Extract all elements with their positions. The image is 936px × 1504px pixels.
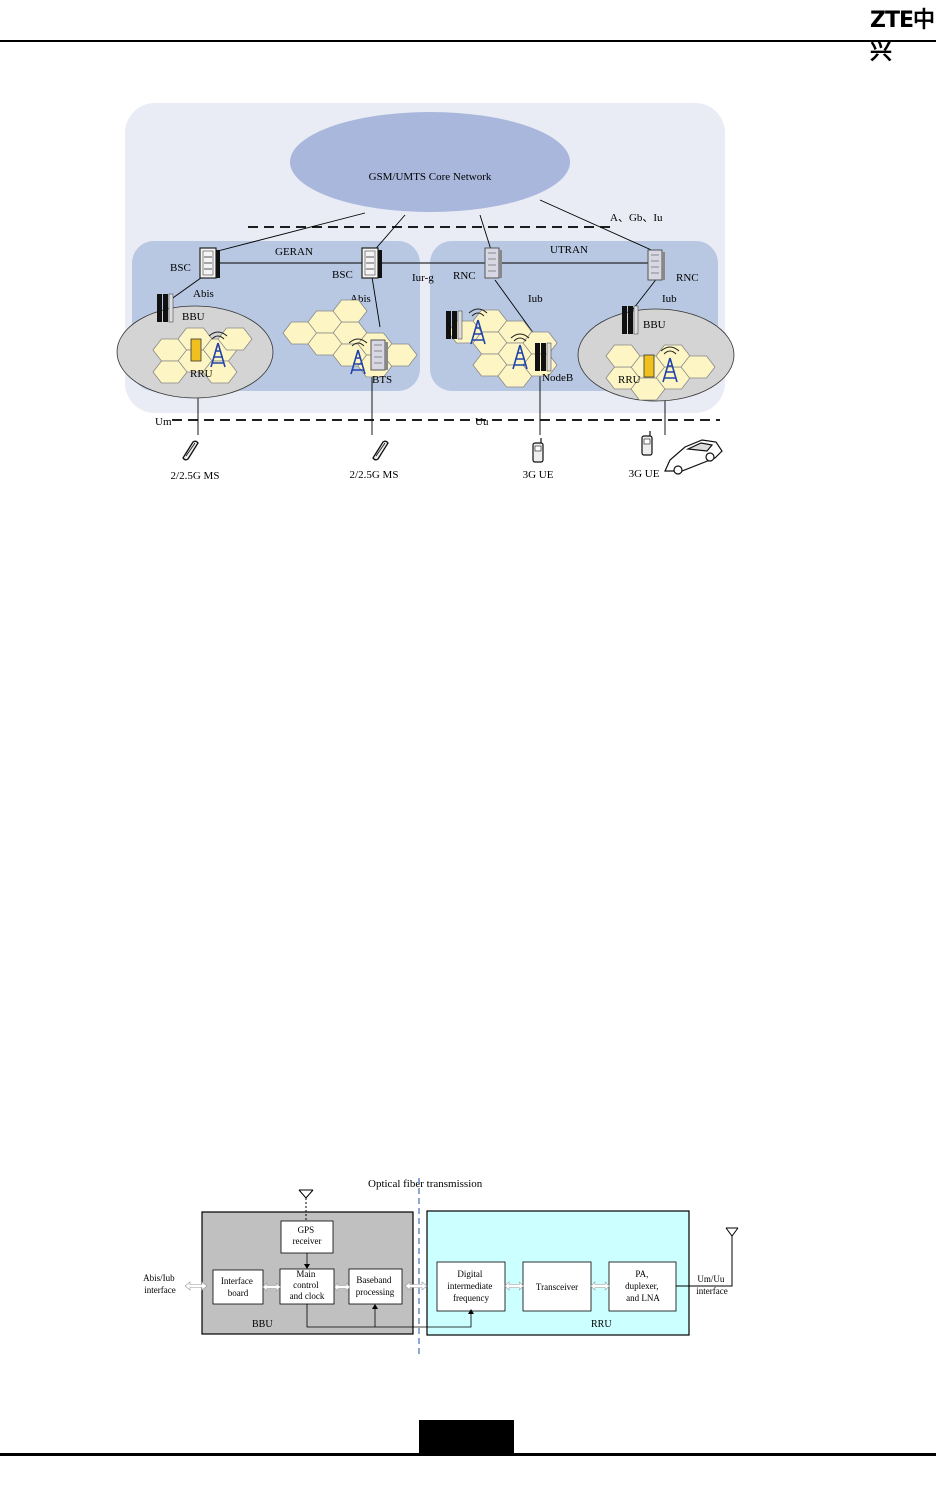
- abis-left-label: Abis: [193, 288, 214, 300]
- baseband-label: Baseband processing: [356, 1275, 395, 1297]
- footer-rule: [0, 1453, 936, 1456]
- rru-right-icon: [643, 354, 655, 378]
- bsc-left-server-icon: [199, 247, 221, 279]
- bbu-rru-block-diagram: Optical fiber transmission GPS receiver …: [143, 1178, 739, 1355]
- baseband-box: [348, 1268, 403, 1305]
- zte-logo: ZTE中兴: [870, 8, 935, 65]
- bbu-label: BBU: [252, 1319, 273, 1330]
- clock-lines: [306, 1304, 472, 1328]
- iub-left-label: Iub: [528, 293, 543, 305]
- rru-antenna-icon: [676, 1227, 739, 1287]
- rru-right-label: RRU: [618, 374, 641, 386]
- iur-g-label: Iur-g: [412, 272, 434, 284]
- bbu-left-label: BBU: [182, 311, 205, 323]
- bbu-right-icon: [621, 305, 639, 335]
- fiber-arrow: [404, 1281, 428, 1291]
- bsc-left-label: BSC: [170, 262, 191, 274]
- main-control-box: [279, 1268, 335, 1305]
- left-interface-arrow: [184, 1281, 208, 1291]
- bbu-right-label: BBU: [643, 319, 666, 331]
- rnc-left-rack-icon: [484, 247, 503, 279]
- ms-right-label: 2/2.5G MS: [350, 469, 399, 481]
- ue-left-handset-icon: [532, 437, 544, 463]
- interfaces-label: A、Gb、Iu: [610, 212, 663, 224]
- nodeb-bbu-icon: [445, 310, 463, 340]
- transceiver-box: [522, 1261, 592, 1312]
- gps-receiver-box: [280, 1220, 334, 1254]
- network-architecture-diagram: GSM/UMTS Core Network A、Gb、Iu GERAN UTRA…: [116, 103, 735, 482]
- car-icon: [664, 439, 723, 475]
- optical-fiber-title: Optical fiber transmission: [368, 1178, 483, 1190]
- gps-receiver-label: GPS receiver: [293, 1225, 322, 1246]
- transceiver-label: Transceiver: [536, 1282, 578, 1292]
- nodeb-unit-icon: [534, 342, 552, 372]
- core-network-label: GSM/UMTS Core Network: [369, 171, 492, 183]
- core-links: [169, 199, 666, 435]
- rnc-right-label: RNC: [676, 272, 699, 284]
- utran-label: UTRAN: [550, 244, 588, 256]
- ms-left-phone-icon: [182, 440, 199, 461]
- bsc-right-label: BSC: [332, 269, 353, 281]
- ue-right-label: 3G UE: [629, 468, 660, 480]
- rru-left-label: RRU: [190, 368, 213, 380]
- interface-board-box: [212, 1269, 264, 1305]
- iub-right-label: Iub: [662, 293, 677, 305]
- ue-right-handset-icon: [641, 430, 653, 456]
- ue-left-label: 3G UE: [523, 469, 554, 481]
- rnc-right-rack-icon: [647, 249, 666, 281]
- rru-left-icon: [190, 338, 202, 362]
- bbu-left-icon: [156, 293, 174, 323]
- gps-antenna-icon: [298, 1189, 314, 1222]
- bts-label: BTS: [372, 374, 392, 386]
- main-control-label: Main control and clock: [290, 1269, 325, 1301]
- right-interface-label: Um/Uu interface: [696, 1274, 727, 1296]
- header-rule: [0, 40, 936, 42]
- interface-board-label: Interface board: [221, 1276, 255, 1298]
- rru-label: RRU: [591, 1319, 612, 1330]
- page-number-box: [419, 1420, 514, 1454]
- core-network-ellipse: [290, 112, 570, 212]
- um-label: Um: [155, 416, 172, 428]
- pa-duplexer-label: PA, duplexer, and LNA: [625, 1269, 661, 1303]
- geran-label: GERAN: [275, 246, 313, 258]
- pa-duplexer-box: [608, 1261, 677, 1312]
- uu-label: Uu: [475, 416, 489, 428]
- nodeb-label: NodeB: [542, 372, 573, 384]
- rnc-left-label: RNC: [453, 270, 476, 282]
- ms-right-phone-icon: [372, 440, 389, 461]
- left-interface-label: Abis/Iub interface: [143, 1273, 177, 1295]
- bsc-right-server-icon: [361, 247, 383, 279]
- digital-if-label: Digital intermediate frequency: [447, 1269, 494, 1303]
- bts-rack-icon: [370, 339, 389, 371]
- ms-left-label: 2/2.5G MS: [171, 470, 220, 482]
